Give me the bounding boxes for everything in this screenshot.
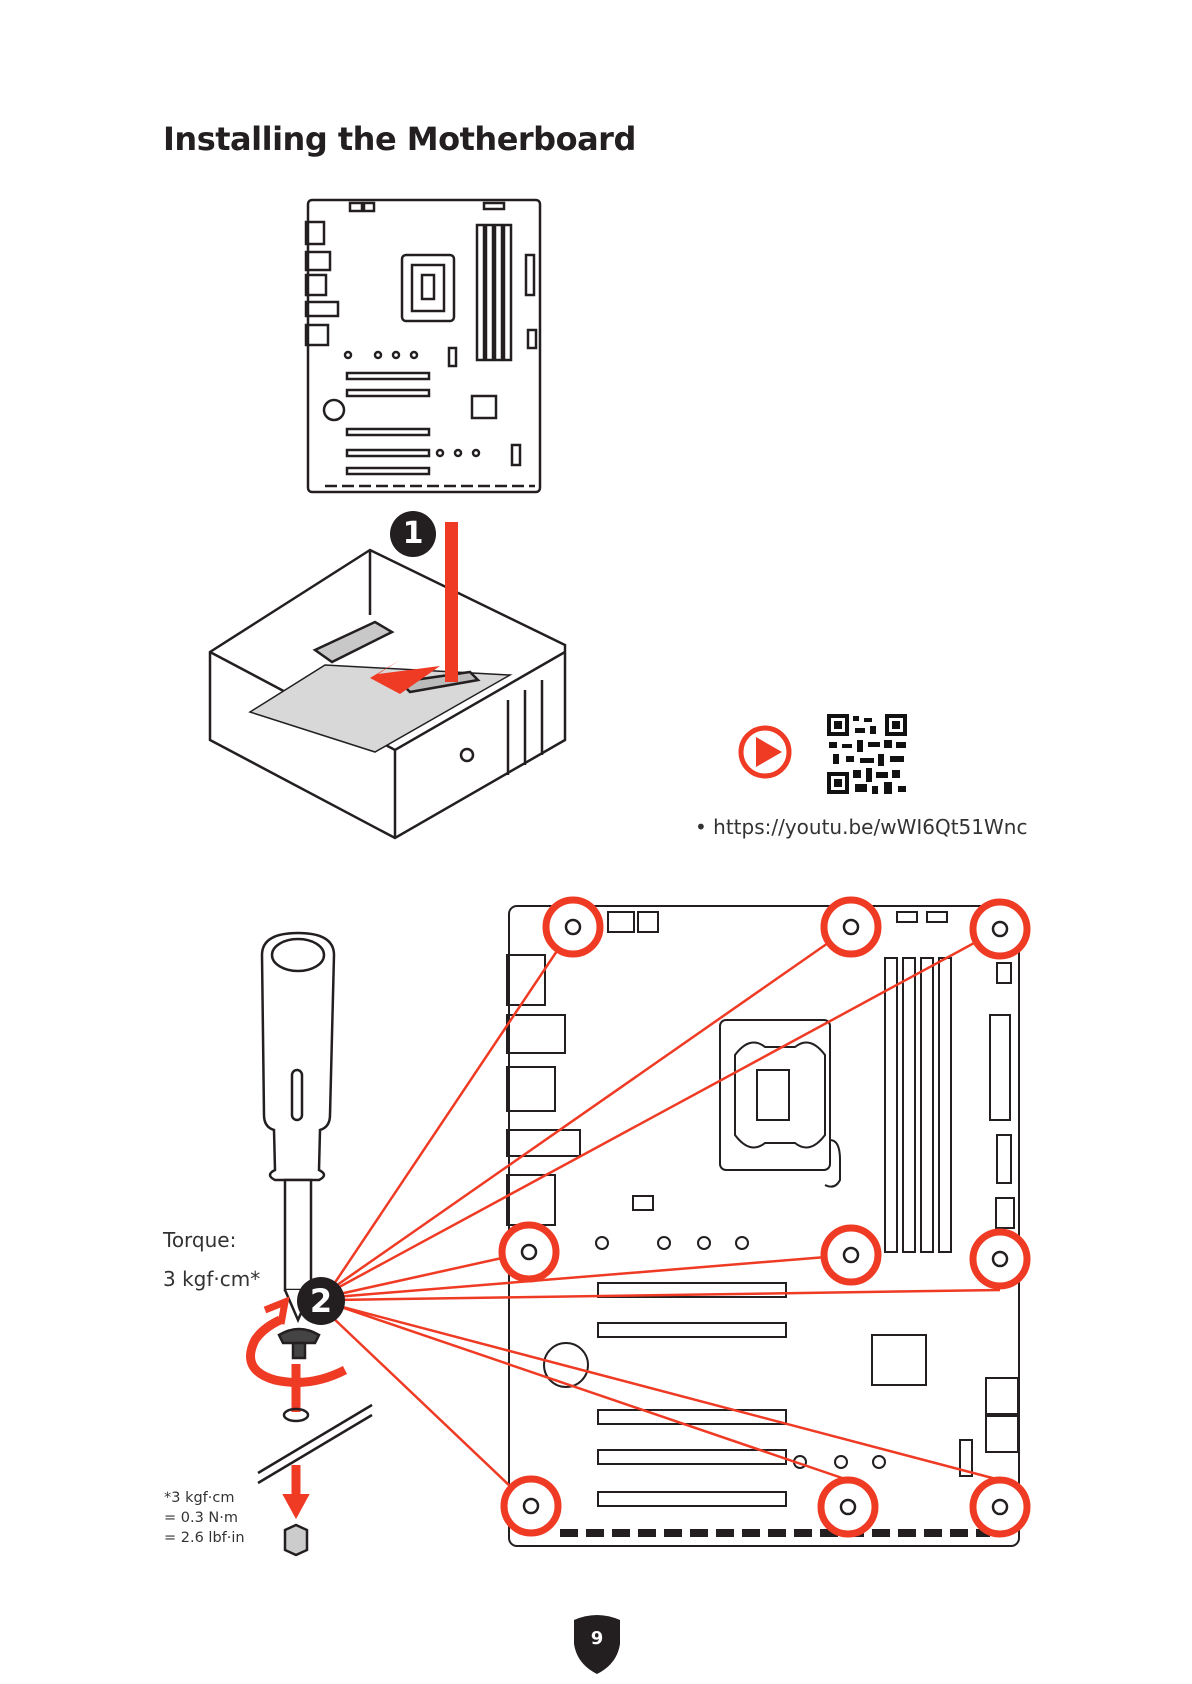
torque-footnote-line: = 2.6 lbf·in <box>164 1530 245 1546</box>
qr-code <box>827 714 907 794</box>
video-link[interactable]: • https://youtu.be/wWI6Qt51Wnc <box>695 815 1027 839</box>
video-url[interactable]: https://youtu.be/wWI6Qt51Wnc <box>713 815 1028 839</box>
torque-label: Torque: <box>163 1228 237 1252</box>
step-2-badge: 2 <box>297 1277 345 1325</box>
play-icon[interactable] <box>738 725 792 779</box>
page-number-shield-icon <box>574 1615 620 1674</box>
torque-footnote-line: = 0.3 N·m <box>164 1510 239 1526</box>
motherboard-main-diagram <box>506 905 1020 1547</box>
torque-value: 3 kgf·cm* <box>163 1267 261 1291</box>
install-arrow-icon <box>370 522 458 694</box>
standoff-icon <box>257 1403 373 1557</box>
pc-case-illustration <box>208 548 567 840</box>
step-1-badge: 1 <box>390 511 436 557</box>
screw-hole-guide-lines <box>328 925 1001 1507</box>
screwdriver-icon <box>260 931 336 1360</box>
page-title: Installing the Motherboard <box>163 120 636 158</box>
rotation-arrow-icon <box>246 1296 348 1520</box>
page-number: 9 <box>590 1628 604 1649</box>
motherboard-top-diagram <box>304 198 542 494</box>
screw-holes <box>498 896 1031 1538</box>
torque-footnote-line: *3 kgf·cm <box>164 1490 235 1506</box>
bullet: • <box>695 815 707 839</box>
